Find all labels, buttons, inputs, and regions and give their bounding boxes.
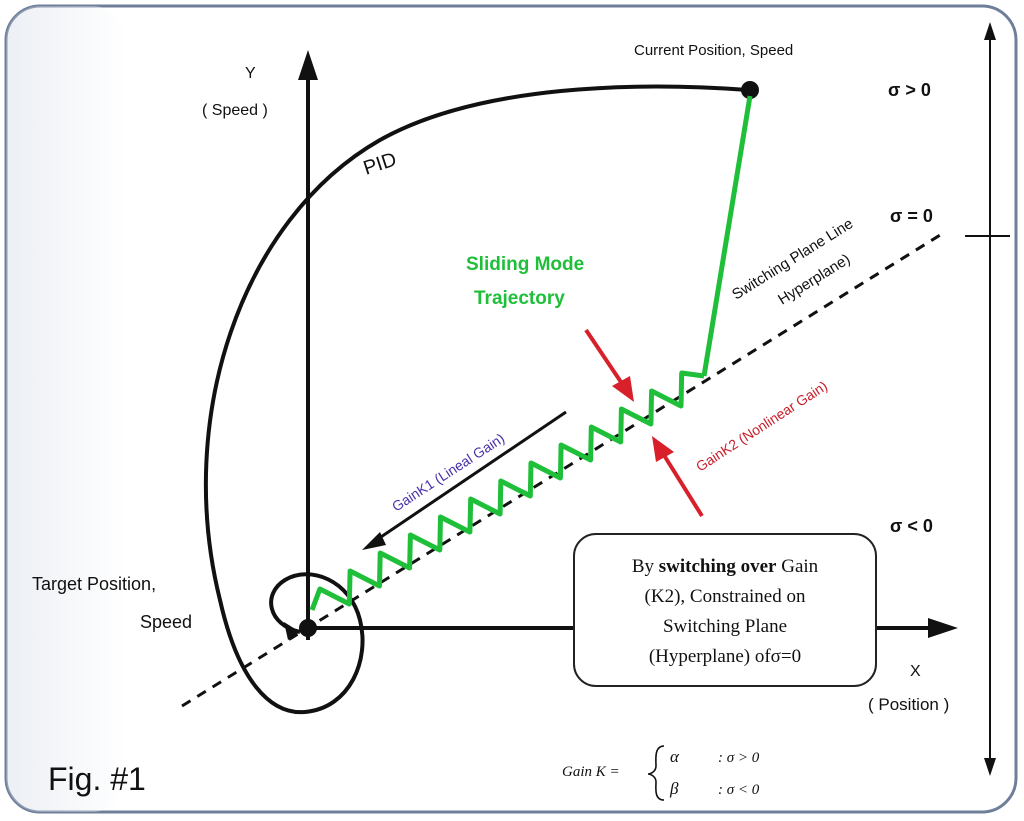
callout-box	[573, 533, 877, 687]
pid-trajectory	[203, 84, 749, 715]
figure-number-label: Fig. #1	[48, 761, 146, 797]
target-label-line2: Speed	[140, 612, 192, 632]
gain-k1-arrow-shaft	[371, 410, 567, 545]
y-axis-arrowhead	[298, 50, 318, 80]
red-arrow-to-trajectory-head	[612, 376, 634, 402]
red-arrow-k2-shaft	[660, 450, 704, 518]
sliding-mode-label-line1: Sliding Mode	[466, 254, 584, 275]
formula-case2-condition: : σ < 0	[718, 782, 760, 798]
current-point-marker	[741, 81, 759, 99]
target-point-marker	[299, 619, 317, 637]
formula-lhs: Gain K =	[562, 764, 620, 780]
x-axis-label: X	[910, 663, 921, 680]
callout-line2: (K2), Constrained on	[645, 586, 806, 607]
callout-line1: By switching over Gain	[632, 556, 819, 577]
pid-arrowhead	[284, 622, 300, 640]
gain-k1-arrow-head	[362, 532, 386, 550]
callout-line3: Switching Plane	[663, 616, 787, 637]
figure-frame	[4, 4, 1018, 814]
frame-shade	[6, 6, 126, 812]
y-axis-sublabel: ( Speed )	[202, 102, 268, 119]
sliding-mode-trajectory	[309, 370, 705, 611]
reaching-phase-line	[701, 95, 753, 377]
callout-line4: (Hyperplane) ofσ=0	[649, 646, 801, 667]
sigma-positive-label: σ > 0	[888, 80, 931, 100]
sigma-zero-label: σ = 0	[890, 206, 933, 226]
y-axis-label: Y	[245, 65, 256, 82]
x-axis-arrowhead	[928, 618, 958, 638]
target-label-line1: Target Position,	[32, 574, 156, 594]
red-arrow-to-trajectory-shaft	[584, 328, 627, 390]
red-arrow-k2-head	[652, 436, 674, 462]
formula-case2-symbol: β	[669, 779, 679, 798]
formula-case1-symbol: α	[670, 747, 680, 766]
current-point-label: Current Position, Speed	[634, 42, 793, 59]
formula-case1-condition: : σ > 0	[718, 750, 760, 766]
x-axis-sublabel: ( Position )	[868, 695, 949, 714]
sliding-mode-label-line2: Trajectory	[474, 288, 565, 309]
formula-brace	[647, 745, 665, 801]
sigma-scale-top-arrow	[984, 22, 996, 40]
sigma-negative-label: σ < 0	[890, 516, 933, 536]
sigma-scale-bottom-arrow	[984, 758, 996, 776]
